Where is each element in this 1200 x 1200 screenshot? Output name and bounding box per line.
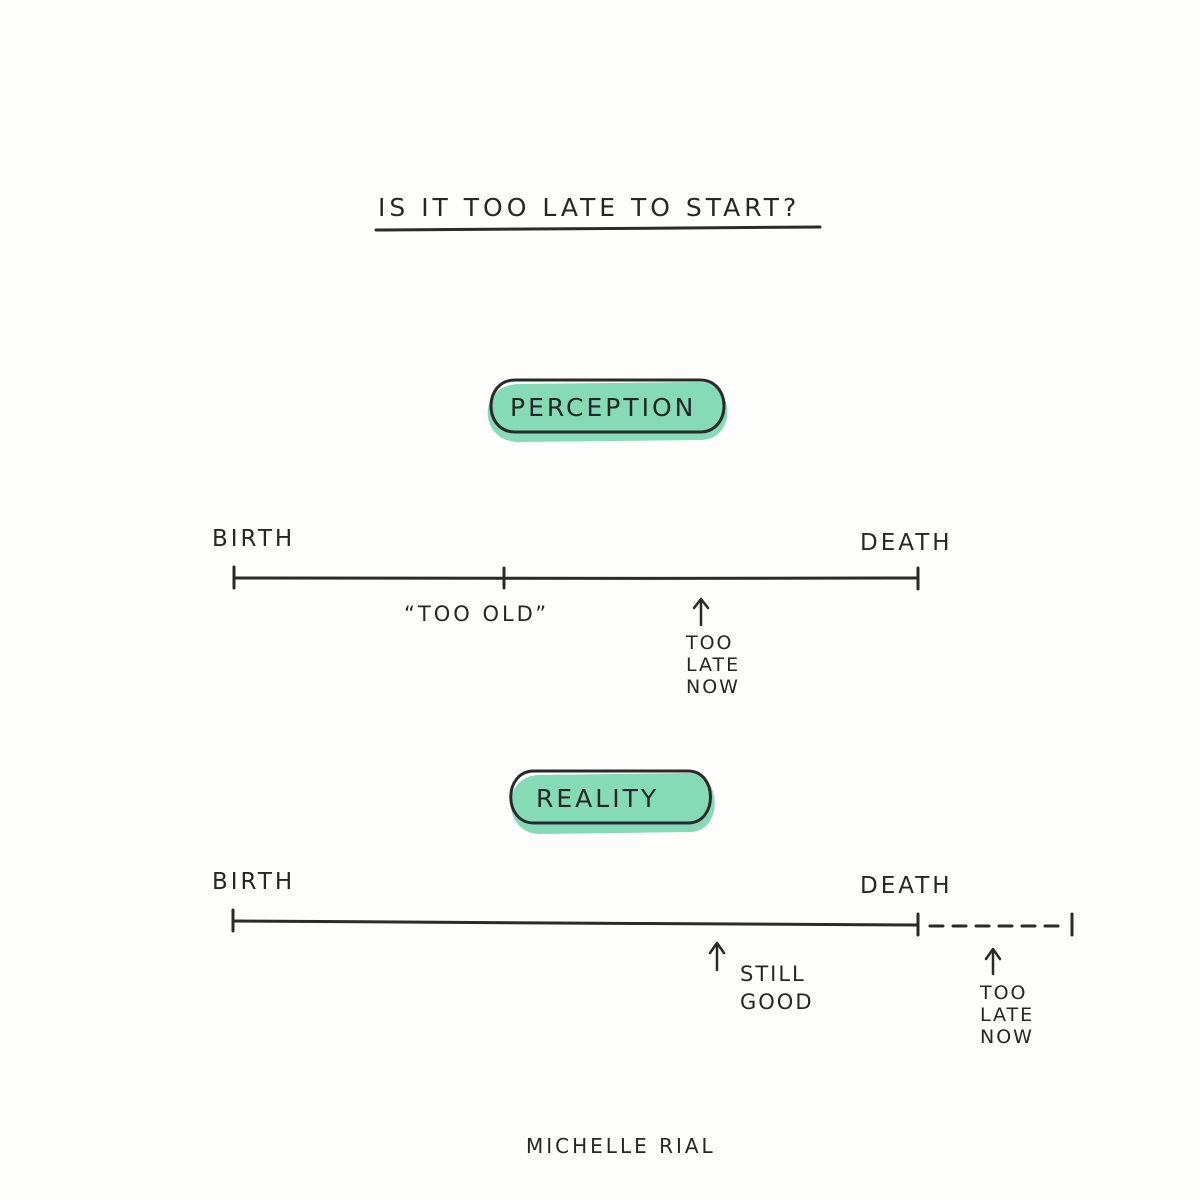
reality-timeline (231, 908, 1074, 937)
reality-too-late-line-3: NOW (980, 1026, 1034, 1048)
still-good-arrow-icon (708, 941, 726, 972)
perception-too-late-label: TOO LATE NOW (686, 632, 740, 698)
too-old-label: “TOO OLD” (404, 602, 550, 626)
perception-too-late-line-1: TOO (686, 632, 734, 654)
reality-too-late-line-2: LATE (980, 1004, 1035, 1026)
perception-birth-label: BIRTH (212, 526, 296, 552)
perception-label: PERCEPTION (510, 393, 697, 422)
reality-pill-outline (509, 769, 712, 825)
perception-pill-outline (489, 378, 726, 434)
perception-pill-fill (487, 382, 728, 443)
reality-birth-label: BIRTH (212, 869, 296, 895)
perception-timeline (232, 565, 920, 591)
reality-too-late-label: TOO LATE NOW (980, 982, 1034, 1048)
perception-arrow-icon (692, 597, 710, 627)
reality-label: REALITY (536, 784, 660, 813)
page-title: IS IT TOO LATE TO START? (378, 193, 801, 222)
reality-too-late-arrow-icon (984, 947, 1002, 976)
perception-too-late-line-3: NOW (686, 676, 740, 698)
reality-too-late-line-1: TOO (980, 982, 1028, 1004)
still-good-line-1: STILL (740, 962, 806, 986)
still-good-label: STILL GOOD (740, 960, 814, 1016)
perception-too-late-line-2: LATE (686, 654, 741, 676)
reality-pill-fill (510, 773, 715, 834)
still-good-line-2: GOOD (740, 990, 814, 1014)
perception-death-label: DEATH (860, 530, 953, 556)
artist-credit: MICHELLE RIAL (526, 1134, 716, 1158)
title-underline (374, 225, 822, 232)
reality-death-label: DEATH (860, 873, 953, 899)
